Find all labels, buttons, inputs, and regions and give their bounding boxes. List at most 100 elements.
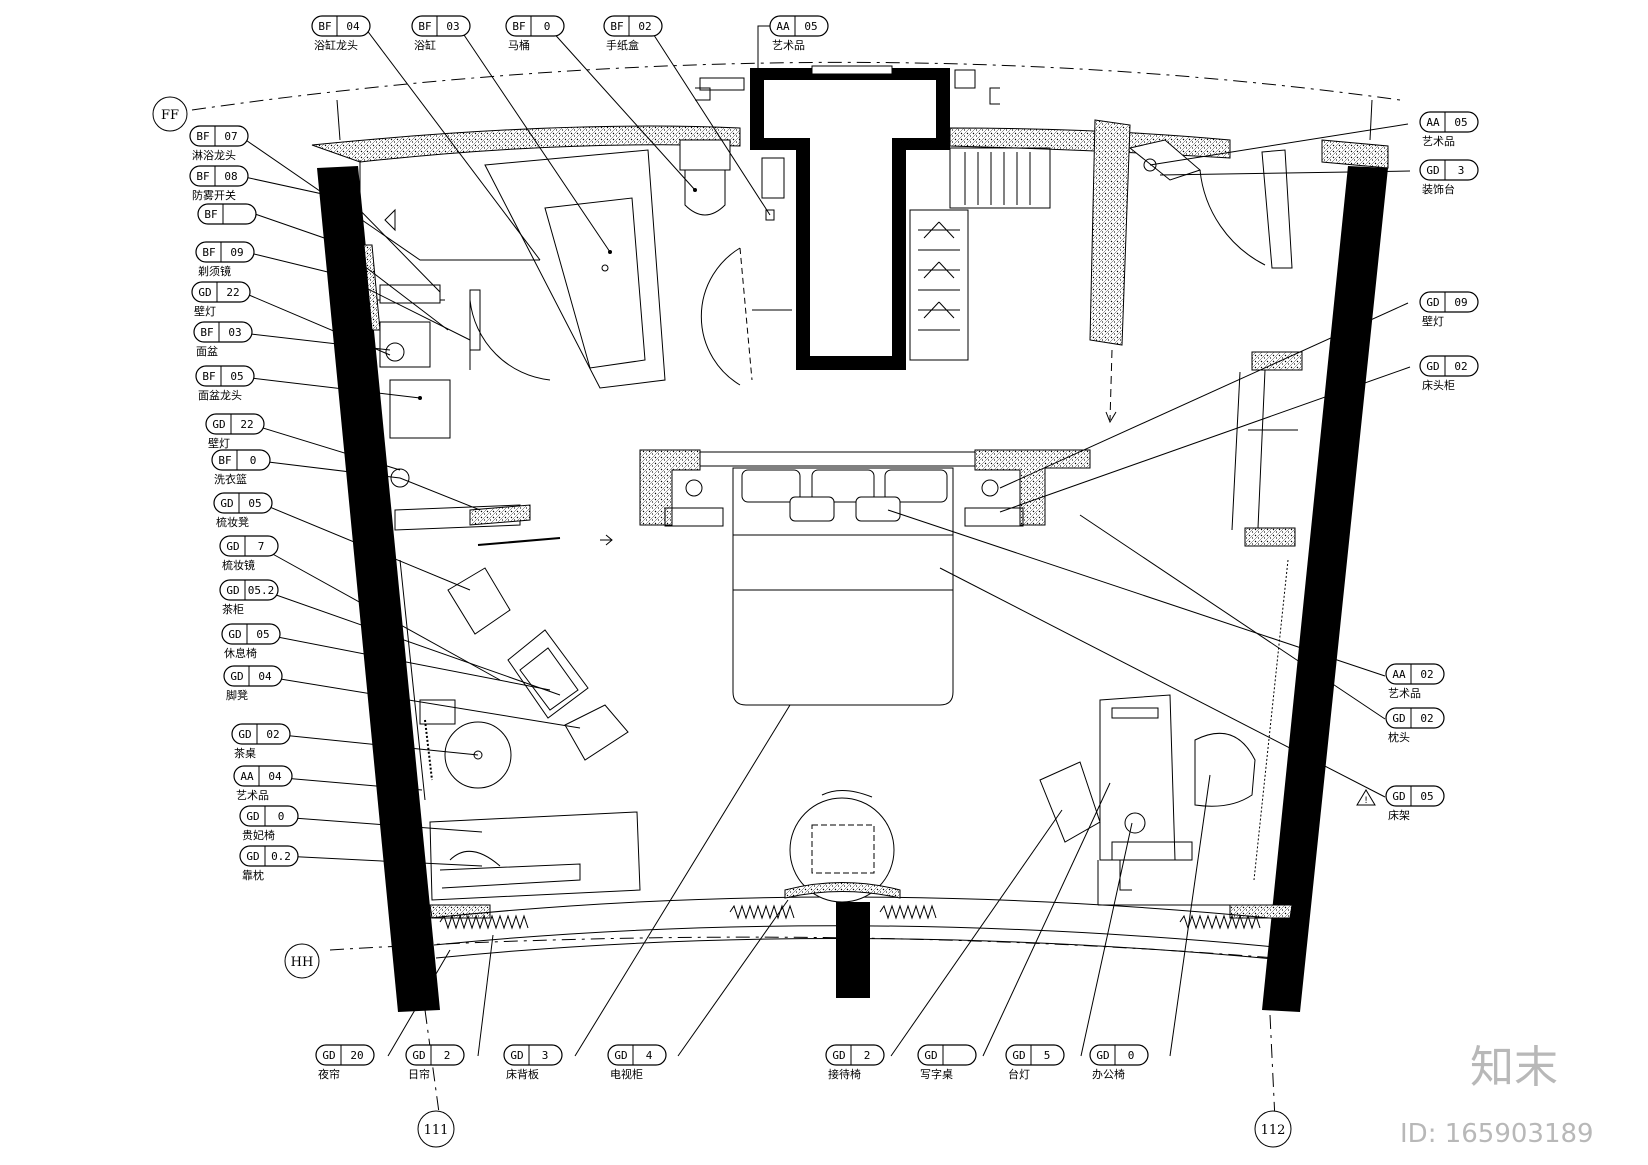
callout-tag-number: 3	[1458, 164, 1465, 177]
callout-tag-label: 装饰台	[1422, 182, 1455, 196]
tv-desk-zone	[784, 694, 1256, 906]
grid-label-111: 111	[424, 1123, 449, 1138]
callout-tag-number: 22	[240, 418, 253, 431]
grid-label-ff: FF	[161, 108, 179, 123]
callout-tag-number: 4	[646, 1049, 653, 1062]
desk-lamp	[1124, 812, 1146, 834]
callout-tag-label: 手纸盒	[606, 38, 639, 52]
callout-tag-box	[211, 449, 271, 471]
callout-tag-label: 办公椅	[1092, 1067, 1125, 1081]
callout-tag-box	[311, 15, 371, 37]
callout-tag-code: GD	[832, 1049, 845, 1062]
callout-tag-label: 壁灯	[208, 436, 230, 450]
callout-tag-box	[189, 125, 249, 147]
callout-tag-code: GD	[924, 1049, 937, 1062]
callout-tag-number: 0.2	[271, 850, 291, 863]
grid-bubble-111: 111	[417, 1110, 455, 1148]
tea-table	[444, 721, 512, 789]
callout-tag-label: 茶柜	[222, 603, 244, 616]
callout-tag-number: 08	[224, 170, 237, 183]
callout-tag-code: GD	[212, 418, 225, 431]
callout-tag-label: 贵妃椅	[242, 828, 275, 842]
lamp-right	[981, 479, 999, 497]
callout-tag-number: 0	[1128, 1049, 1135, 1062]
callout-tag-label: 洗衣篮	[214, 472, 247, 486]
callout-tag-code: AA	[1392, 668, 1406, 681]
callout-tag-number: 05	[256, 628, 269, 641]
callout-tag-label: 浴缸龙头	[314, 38, 358, 52]
callout-tag-code: BF	[196, 170, 209, 183]
callout-tag-box	[1419, 291, 1479, 313]
callout-tag-code: GD	[230, 670, 243, 683]
callout-tag-label: 电视柜	[610, 1067, 643, 1081]
callout-tag-number: 07	[224, 130, 237, 143]
callout-tag-code: GD	[322, 1049, 335, 1062]
callout-tag-label: 日帘	[408, 1067, 430, 1081]
callout-tag-code: GD	[246, 850, 259, 863]
tv-unit	[789, 797, 895, 903]
structure	[311, 65, 1389, 1012]
callout-tag-label: 夜帘	[318, 1067, 340, 1081]
callout-tag-code: GD	[510, 1049, 523, 1062]
callout-tag-number: 09	[230, 246, 243, 259]
callout-tag-code: BF	[196, 130, 209, 143]
bathtub	[484, 149, 666, 389]
callout-tag-label: 梳妆镜	[222, 558, 255, 572]
callout-tag-box	[1385, 785, 1445, 807]
callout-tag-number: 3	[542, 1049, 549, 1062]
watermark-brand: 知末	[1470, 1042, 1558, 1093]
callout-tag-label: 艺术品	[236, 789, 269, 802]
callout-tag-box	[411, 15, 471, 37]
callout-tag-box	[1385, 707, 1445, 729]
wardrobe	[909, 119, 1293, 424]
lounge	[399, 559, 641, 901]
callout-tag-label: 茶桌	[234, 747, 256, 760]
callout-tag-label: 面盆	[196, 344, 218, 358]
grid-label-hh: HH	[291, 955, 314, 970]
callout-tag-box	[1419, 111, 1479, 133]
callout-tag-code: GD	[1012, 1049, 1025, 1062]
callout-tag-label: 剃须镜	[198, 264, 231, 278]
callout-tag-number: 02	[1454, 360, 1467, 373]
callout-tag-number: 20	[350, 1049, 363, 1062]
callout-tag-box	[1089, 1044, 1149, 1066]
callout-tag-box	[1385, 663, 1445, 685]
callout-tag-code: GD	[1096, 1049, 1109, 1062]
callout-tag-number: 05.2	[248, 584, 275, 597]
callout-tag-code: GD	[412, 1049, 425, 1062]
callout-tag-label: 壁灯	[194, 304, 216, 318]
callout-tag-label: 床头柜	[1422, 378, 1455, 392]
callout-tag-box	[221, 623, 281, 645]
callout-tag-code: AA	[240, 770, 254, 783]
callout-tag-code: GD	[238, 728, 251, 741]
bed	[732, 467, 954, 706]
callout-tag-label: 面盆龙头	[198, 388, 242, 402]
grid-label-112: 112	[1261, 1123, 1286, 1138]
callout-tag-label: 壁灯	[1422, 314, 1444, 328]
callout-tag-code: GD	[220, 497, 233, 510]
callout-tag-box	[1419, 355, 1479, 377]
callout-tag-label: 艺术品	[772, 39, 805, 52]
callout-tag: GD 05.2 茶柜	[219, 579, 279, 616]
callout-tag-box	[825, 1044, 885, 1066]
grid-lines	[191, 61, 1401, 1121]
callout-tag-code: GD	[226, 584, 239, 597]
callout-tag-box	[205, 413, 265, 435]
callout-tag-number: 03	[446, 20, 459, 33]
callout-tag-number: 0	[250, 454, 257, 467]
lamp-left	[685, 479, 703, 497]
callout-tag-label: 浴缸	[414, 38, 436, 52]
callout-tag-code: GD	[1426, 360, 1439, 373]
callout-tag-label: 马桶	[508, 38, 530, 52]
callout-tag-box	[1419, 159, 1479, 181]
